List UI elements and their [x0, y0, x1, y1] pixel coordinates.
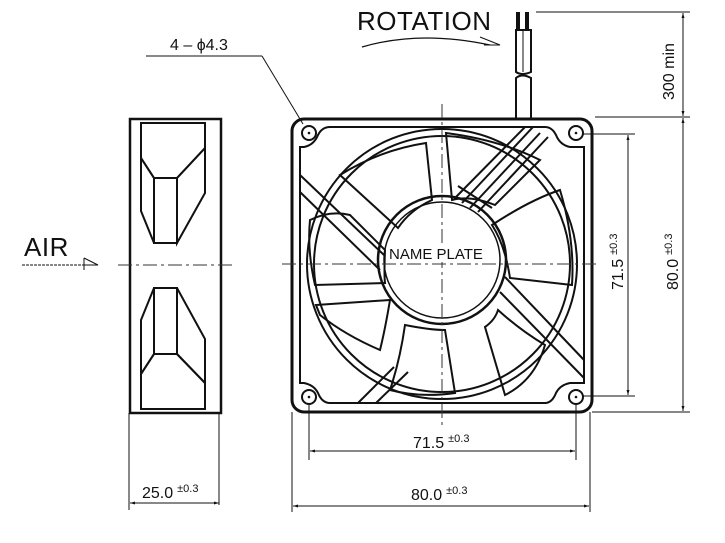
- front-view: [282, 104, 600, 425]
- overall-width-value: 80.0: [411, 487, 443, 504]
- mounting-hole-leader: [146, 55, 304, 125]
- overall-height-dimension: 80.0 ±0.3: [663, 233, 682, 290]
- hole-pitch-vertical-dimension: 71.5 ±0.3: [608, 233, 627, 290]
- depth-dimension: 25.0±0.3: [142, 484, 198, 502]
- side-view: [118, 117, 233, 510]
- air-label: AIR: [24, 232, 69, 262]
- airflow-arrow: [22, 257, 99, 270]
- hole-pitch-horizontal-value: 71.5: [413, 435, 445, 452]
- lead-wire: [515, 12, 532, 120]
- hole-pitch-horizontal-dimension: 71.5±0.3: [413, 434, 469, 452]
- depth-tolerance: ±0.3: [177, 483, 199, 495]
- hole-pitch-vertical-tolerance: ±0.3: [608, 233, 620, 255]
- vertical-dimensions: [536, 11, 690, 413]
- hole-pitch-horizontal-tolerance: ±0.3: [448, 433, 470, 445]
- overall-height-value: 80.0: [665, 258, 682, 290]
- rotation-arrowhead: [479, 36, 501, 46]
- horizontal-dimensions: [291, 405, 591, 512]
- lead-length-dimension: 300 min: [661, 43, 678, 100]
- overall-width-dimension: 80.0±0.3: [411, 486, 467, 504]
- hole-pitch-vertical-value: 71.5: [610, 258, 627, 290]
- rotation-label: ROTATION: [357, 6, 492, 36]
- overall-width-tolerance: ±0.3: [446, 485, 468, 497]
- overall-height-tolerance: ±0.3: [663, 233, 675, 255]
- depth-value: 25.0: [142, 485, 174, 502]
- rotation-arrow: [361, 37, 491, 48]
- mounting-holes-label: 4 – ϕ4.3: [170, 37, 228, 54]
- name-plate-label: NAME PLATE: [388, 246, 484, 263]
